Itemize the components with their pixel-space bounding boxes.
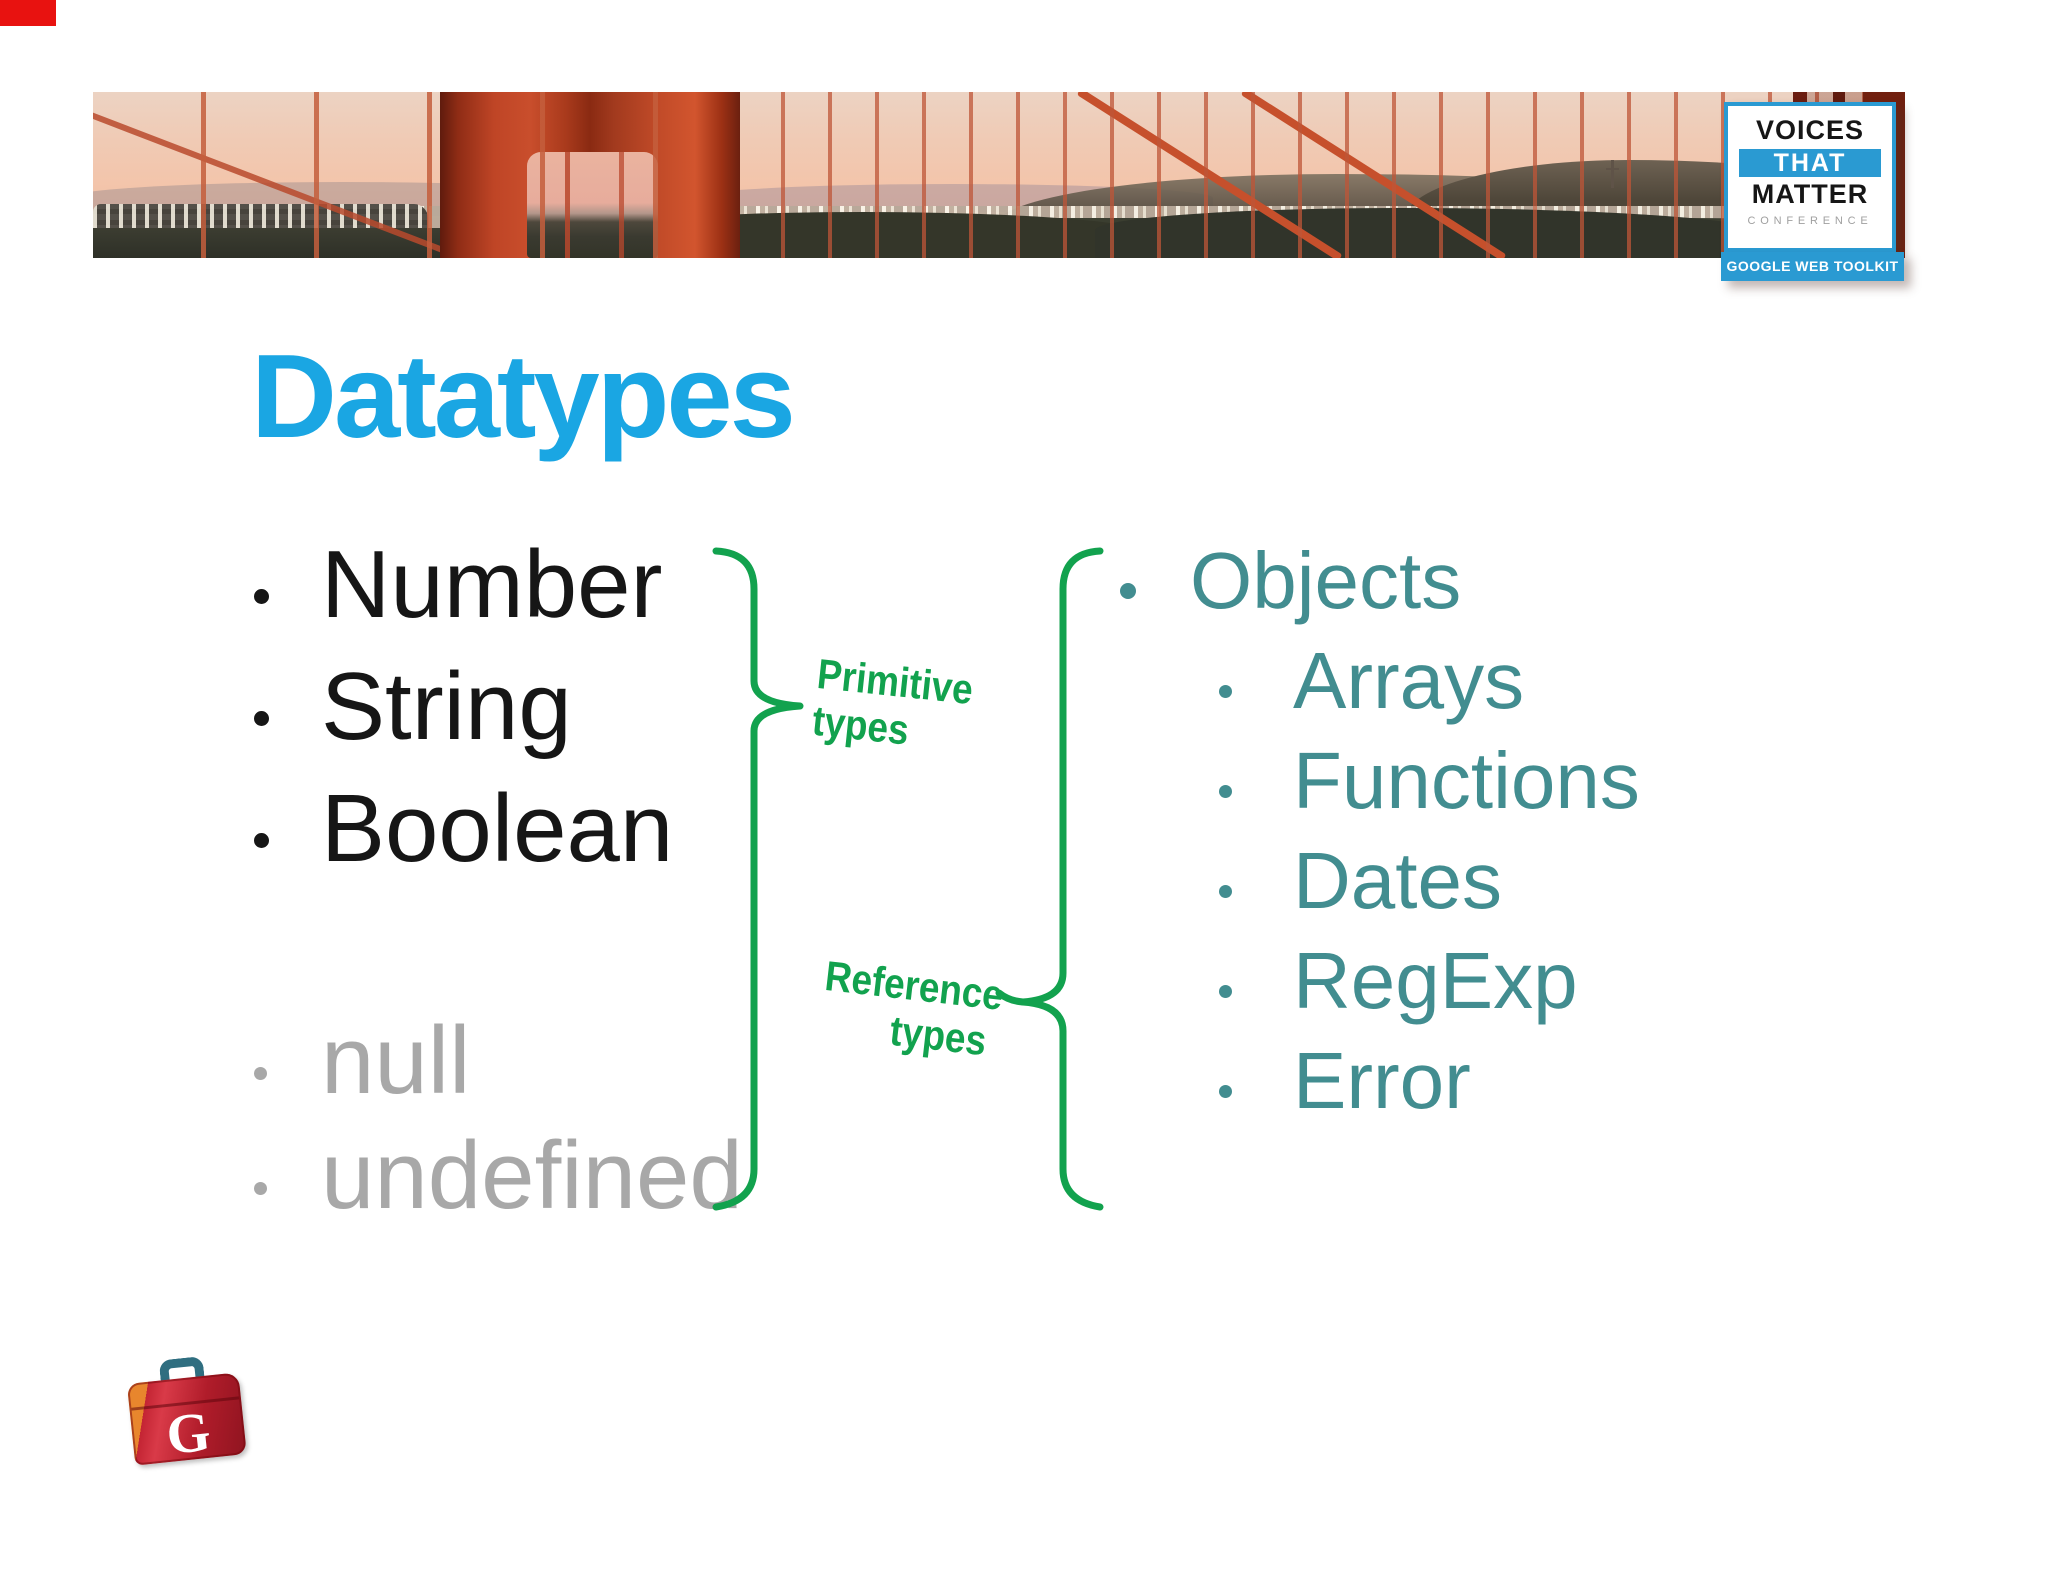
list-item-label: Dates	[1293, 836, 1502, 925]
bridge-suspender-cables	[93, 92, 738, 258]
list-item-label: RegExp	[1293, 936, 1578, 1025]
bullet-icon	[254, 1067, 267, 1080]
bullet-icon	[1219, 885, 1232, 898]
bullet-icon	[254, 589, 269, 604]
list-item: Objects	[1120, 541, 1461, 621]
toolbox-g-letter: G	[163, 1400, 214, 1467]
list-subitem: Dates	[1219, 841, 1502, 921]
logo-conference-text: CONFERENCE	[1747, 215, 1873, 227]
logo-that-text: THAT	[1773, 149, 1847, 177]
list-item-label: String	[321, 653, 572, 760]
bullet-icon	[254, 833, 269, 848]
bullet-icon	[254, 711, 269, 726]
corner-marker	[0, 0, 56, 26]
list-item-label: null	[321, 1007, 471, 1114]
bullet-icon	[1219, 685, 1232, 698]
voices-that-matter-logo: VOICES THAT MATTER CONFERENCE GOOGLE WEB…	[1721, 102, 1907, 281]
list-item: String	[254, 659, 572, 755]
primitive-types-label: Primitive types	[810, 650, 975, 760]
bullet-icon	[1120, 583, 1136, 599]
list-item: Number	[254, 537, 662, 633]
list-subitem: Error	[1219, 1041, 1471, 1121]
reference-group-brace	[995, 547, 1104, 1211]
list-item-label: undefined	[321, 1122, 743, 1229]
bullet-icon	[1219, 985, 1232, 998]
bullet-icon	[254, 1182, 267, 1195]
logo-matter-text: MATTER	[1751, 179, 1869, 209]
list-item-label: Error	[1293, 1036, 1471, 1125]
bullet-icon	[1219, 785, 1232, 798]
bridge-suspender-cables	[738, 92, 1905, 258]
list-item-label: Arrays	[1293, 636, 1525, 725]
list-item-label: Functions	[1293, 736, 1640, 825]
logo-toolkit-banner: GOOGLE WEB TOOLKIT	[1721, 252, 1904, 281]
list-subitem: Functions	[1219, 741, 1640, 821]
primitive-group-brace	[712, 547, 804, 1211]
google-web-toolkit-logo: G	[125, 1354, 247, 1467]
list-item-label: Objects	[1190, 536, 1462, 625]
bullet-icon	[1219, 1085, 1232, 1098]
list-item-muted: null	[254, 1013, 470, 1109]
list-item-label: Boolean	[321, 775, 674, 882]
logo-that-band: THAT	[1739, 149, 1881, 177]
list-item-muted: undefined	[254, 1128, 743, 1224]
logo-box: VOICES THAT MATTER CONFERENCE	[1724, 102, 1896, 252]
reference-types-label: Reference types	[817, 952, 1006, 1064]
toolbox-body-icon: G	[126, 1372, 247, 1467]
list-subitem: RegExp	[1219, 941, 1578, 1021]
logo-voices-text: VOICES	[1755, 115, 1865, 145]
list-item-label: Number	[321, 531, 663, 638]
slide-title: Datatypes	[251, 330, 796, 463]
list-subitem: Arrays	[1219, 641, 1524, 721]
header-photo-banner	[93, 92, 1905, 258]
list-item: Boolean	[254, 781, 673, 877]
